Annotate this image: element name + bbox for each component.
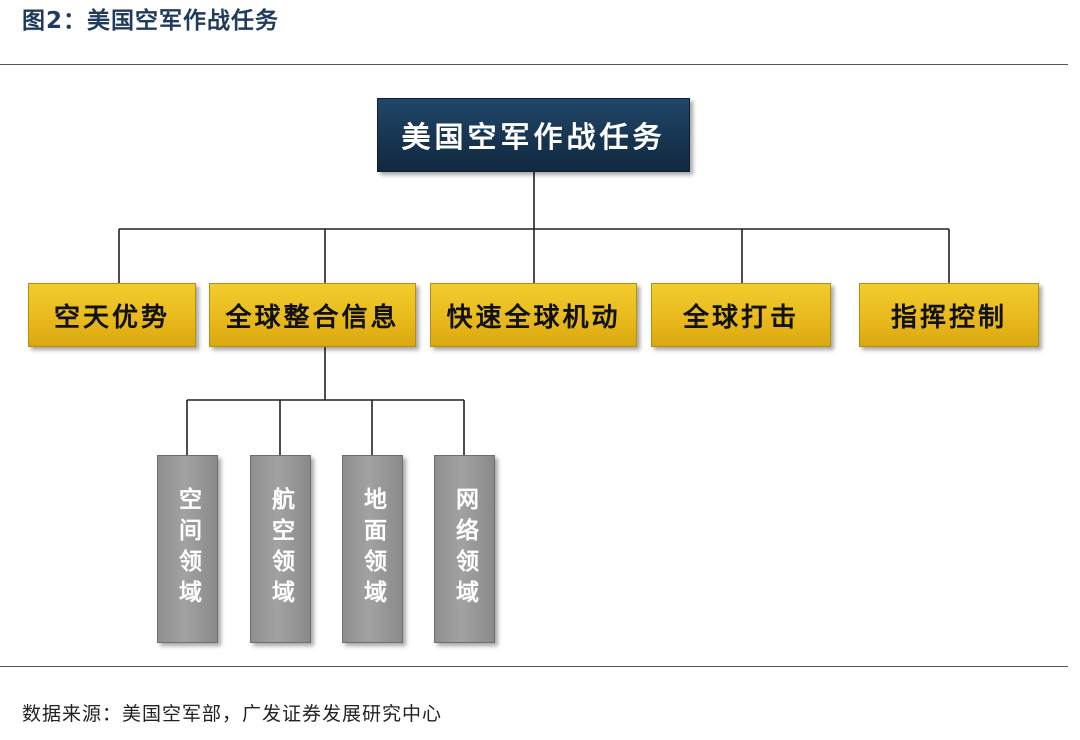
mission-node-air-space-superiority: 空天优势 bbox=[28, 283, 196, 347]
top-divider bbox=[0, 64, 1068, 65]
figure-title: 图2：美国空军作战任务 bbox=[22, 8, 280, 34]
root-node: 美国空军作战任务 bbox=[377, 98, 690, 172]
domain-node-ground: 地面领域 bbox=[342, 455, 403, 643]
bottom-divider bbox=[0, 666, 1068, 667]
domain-node-space: 空间领域 bbox=[157, 455, 218, 643]
mission-node-rapid-global-mobility: 快速全球机动 bbox=[430, 283, 637, 347]
domain-node-cyber: 网络领域 bbox=[434, 455, 495, 643]
mission-node-command-and-control: 指挥控制 bbox=[859, 283, 1039, 347]
domain-node-air: 航空领域 bbox=[250, 455, 311, 643]
mission-node-global-integrated-isr: 全球整合信息 bbox=[209, 283, 416, 347]
source-note: 数据来源：美国空军部，广发证券发展研究中心 bbox=[22, 703, 443, 725]
mission-node-global-strike: 全球打击 bbox=[651, 283, 831, 347]
